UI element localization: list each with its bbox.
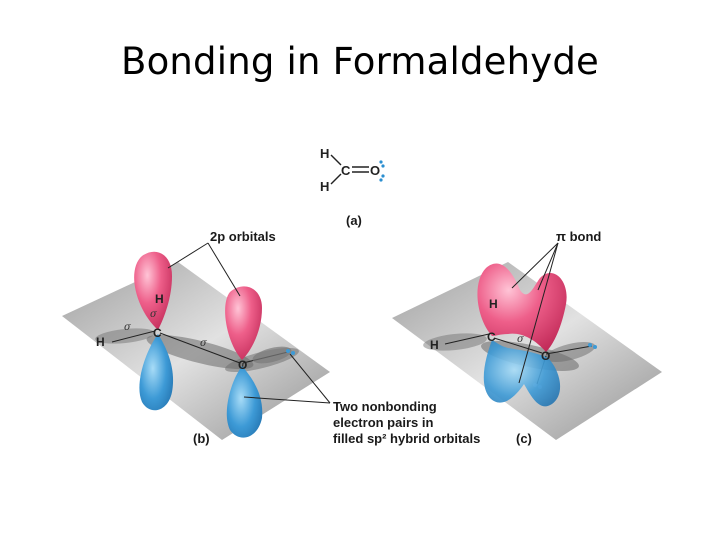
leader-line-nonbonding: [243, 396, 331, 404]
p-orbital-lobe-bottom: [226, 366, 263, 438]
sigma-label: σ: [517, 334, 525, 345]
bond-shadow: [95, 328, 155, 344]
leader-line-nonbonding: [289, 353, 331, 404]
lone-pair-dot: [381, 174, 385, 178]
label-nonbonding-line1: Two nonbonding: [333, 399, 437, 414]
label-nonbonding-pairs: Two nonbonding electron pairs in filled …: [333, 399, 480, 447]
pi-bond-lobe-top: [477, 263, 567, 352]
atom-carbon: C: [341, 163, 351, 178]
leader-lines: [167, 242, 559, 404]
lone-pair-dot: [381, 164, 385, 168]
slide-title: Bonding in Formaldehyde: [120, 40, 600, 83]
label-a: (a): [346, 213, 362, 228]
atom-oxygen: O: [370, 163, 380, 178]
atom-oxygen: O: [541, 349, 550, 363]
label-pi-bond: π bond: [556, 229, 602, 244]
lone-pair-dot: [291, 351, 295, 355]
sp2-lobe: [252, 346, 292, 364]
atom-h-left: H: [96, 335, 105, 349]
label-c: (c): [516, 431, 532, 446]
label-2p-orbitals: 2p orbitals: [210, 229, 276, 244]
sigma-label: σ: [150, 309, 158, 320]
atom-h-top: H: [320, 146, 329, 161]
p-orbital-lobe-top: [134, 251, 172, 330]
atom-h-top: H: [155, 292, 164, 306]
lewis-structure: H H C O: [320, 146, 385, 194]
lone-pair-dot: [379, 178, 383, 182]
sigma-bond-co: [159, 332, 241, 364]
atom-h-top: H: [489, 297, 498, 311]
sigma-bond-co: [493, 337, 543, 354]
lone-pair-dot: [379, 160, 383, 164]
leader-line-2p: [207, 242, 241, 297]
sigma-label: σ: [124, 322, 132, 333]
atom-h-left: H: [430, 338, 439, 352]
lone-pair-dot: [286, 349, 290, 353]
lone-pair-dot: [588, 343, 592, 347]
sp2-axis: [545, 345, 593, 355]
sigma-bond-ch-left: [444, 333, 490, 345]
p-orbital-lobe-bottom: [139, 334, 174, 411]
atom-oxygen: O: [238, 358, 247, 372]
label-nonbonding-line3: filled sp² hybrid orbitals: [333, 431, 481, 446]
label-b: (b): [193, 431, 210, 446]
bond-shadow: [544, 342, 596, 362]
sigma-label: σ: [200, 338, 208, 349]
atom-carbon: C: [487, 330, 496, 344]
bond-ch-top: [330, 154, 342, 166]
atom-carbon: C: [153, 326, 162, 340]
leader-line-pi: [511, 242, 559, 289]
leader-line-pi: [518, 242, 559, 384]
p-orbital-lobe-top: [225, 286, 262, 360]
leader-line-pi: [537, 242, 559, 291]
panel-b: H H C O σ σ σ: [62, 251, 330, 440]
leader-line-2p: [167, 242, 209, 269]
bond-shadow: [146, 334, 254, 370]
sigma-bond-ch-left: [111, 330, 156, 343]
panel-c: H H C O σ: [392, 262, 662, 440]
lone-pair-dot: [593, 345, 597, 349]
label-nonbonding-line2: electron pairs in: [333, 415, 434, 430]
atom-h-bottom: H: [320, 179, 329, 194]
bond-ch-bottom: [330, 173, 342, 185]
